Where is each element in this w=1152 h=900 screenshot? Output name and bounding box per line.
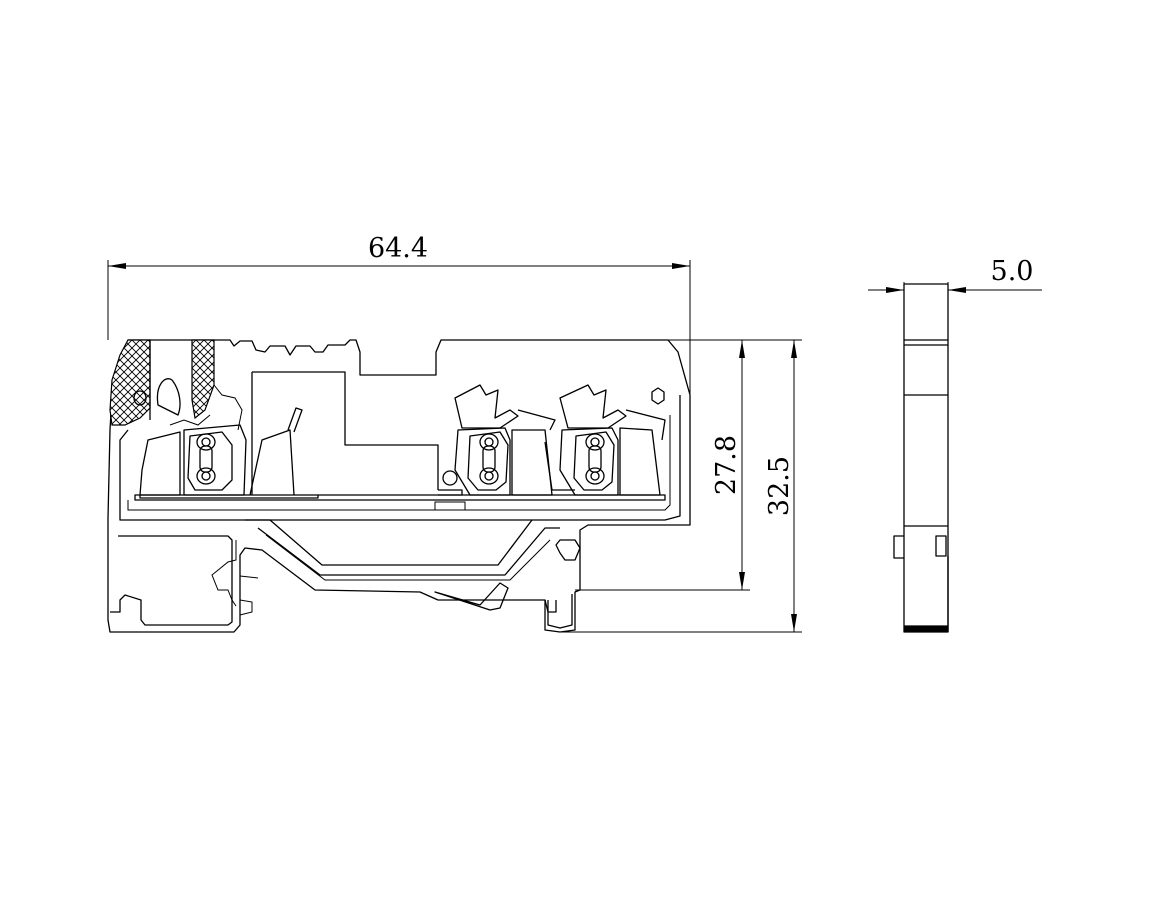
base-channel-inner — [265, 534, 551, 581]
housing-outline — [107, 339, 691, 633]
width-label: 64.4 — [368, 233, 428, 264]
overall-height-label: 32.5 — [764, 456, 795, 516]
din-foot-left-inner — [211, 540, 237, 607]
dimension-thickness: 5.0 — [868, 256, 1042, 296]
dimension-inner-height: 27.8 — [575, 339, 750, 591]
housing-inner-contour — [119, 395, 681, 521]
dimension-width: 64.4 — [107, 233, 691, 395]
lever-left-detail — [169, 384, 243, 431]
hex-marker — [651, 387, 665, 405]
test-hole-left — [133, 390, 147, 406]
test-hole-middle — [442, 470, 458, 486]
lever-left — [149, 340, 181, 420]
inner-height-label: 27.8 — [711, 435, 742, 495]
hatched-section-mid — [191, 339, 215, 420]
hatched-section-left — [109, 339, 151, 426]
dimension-overall-height: 32.5 — [560, 339, 802, 633]
clamp-middle — [434, 384, 556, 511]
release-latch — [434, 582, 509, 611]
thickness-label: 5.0 — [991, 256, 1034, 287]
base-plate — [134, 494, 666, 501]
front-view — [107, 339, 691, 633]
side-view — [893, 283, 949, 633]
housing-inner-line — [127, 415, 671, 511]
clamp-left — [139, 407, 319, 499]
base-channel — [245, 519, 560, 576]
din-foot-left — [110, 535, 233, 626]
din-foot-notch — [239, 575, 259, 616]
clamp-right — [544, 384, 666, 496]
latch-lug — [544, 599, 557, 613]
din-foot-right — [547, 539, 581, 629]
central-recess — [251, 371, 439, 495]
